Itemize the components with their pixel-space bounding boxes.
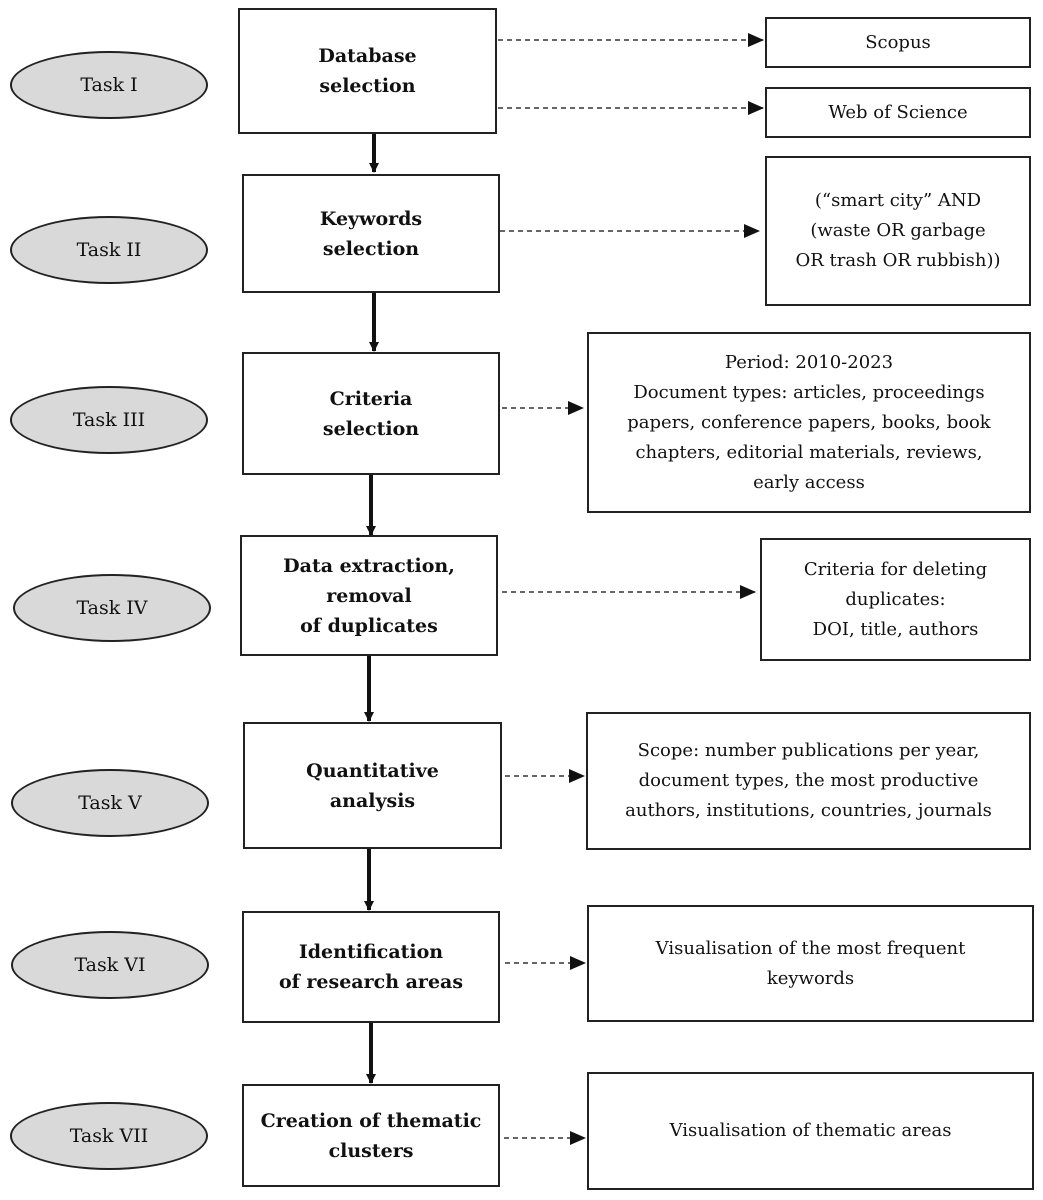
detail-duplicates: Criteria for deleting duplicates: DOI, t… xyxy=(760,538,1031,661)
detail-scopus: Scopus xyxy=(765,17,1031,68)
detail-text: (waste OR garbage xyxy=(810,220,986,241)
task-ellipse-1: Task I xyxy=(10,51,208,119)
detail-text: authors, institutions, countries, journa… xyxy=(625,800,992,821)
step-text: Creation of thematic xyxy=(260,1109,482,1132)
step-quantitative-analysis: Quantitative analysis xyxy=(243,722,502,849)
detail-keywords-query: (“smart city” AND (waste OR garbage OR t… xyxy=(765,156,1031,306)
task-ellipse-4: Task IV xyxy=(13,574,211,642)
detail-quantitative-scope: Scope: number publications per year, doc… xyxy=(586,712,1031,850)
detail-text: Document types: articles, proceedings xyxy=(633,381,985,403)
step-keywords-selection: Keywords selection xyxy=(242,174,500,293)
step-thematic-clusters: Creation of thematic clusters xyxy=(242,1084,500,1187)
step-text: analysis xyxy=(329,789,416,812)
task-ellipse-7: Task VII xyxy=(10,1102,208,1170)
detail-criteria: Period: 2010-2023 Document types: articl… xyxy=(587,332,1031,513)
step-identification-research-areas: Identification of research areas xyxy=(242,911,500,1023)
step-database-selection: Database selection xyxy=(238,8,497,134)
detail-web-of-science: Web of Science xyxy=(765,87,1031,138)
detail-text: Web of Science xyxy=(828,101,968,123)
detail-text: papers, conference papers, books, book xyxy=(627,411,991,433)
detail-text: Scopus xyxy=(865,31,931,53)
task-ellipse-2: Task II xyxy=(10,216,208,284)
detail-text: OR trash OR rubbish)) xyxy=(795,250,1001,271)
step-text: selection xyxy=(319,75,416,97)
detail-clusters: Visualisation of thematic areas xyxy=(587,1072,1034,1190)
detail-text: Visualisation of the most frequent xyxy=(655,937,966,959)
step-data-extraction: Data extraction, removal of duplicates xyxy=(240,535,498,656)
detail-text: Period: 2010-2023 xyxy=(724,351,894,373)
detail-text: duplicates: xyxy=(845,588,946,610)
detail-text: document types, the most productive xyxy=(638,770,979,791)
detail-text: keywords xyxy=(766,967,855,989)
step-text: Database xyxy=(318,45,417,67)
detail-text: Visualisation of thematic areas xyxy=(669,1120,952,1141)
step-text: removal xyxy=(326,584,412,607)
step-text: Keywords xyxy=(319,207,423,230)
step-text: selection xyxy=(322,417,420,440)
step-text: Criteria xyxy=(329,387,413,410)
detail-text: DOI, title, authors xyxy=(812,618,979,640)
detail-text: Criteria for deleting xyxy=(803,558,988,580)
step-text: selection xyxy=(322,237,420,260)
step-text: clusters xyxy=(328,1139,414,1162)
detail-text: early access xyxy=(753,471,865,493)
detail-text: Scope: number publications per year, xyxy=(637,740,980,761)
step-text: Quantitative xyxy=(306,759,439,782)
task-ellipse-3: Task III xyxy=(10,386,208,454)
detail-text: (“smart city” AND xyxy=(814,190,982,211)
detail-text: chapters, editorial materials, reviews, xyxy=(635,441,983,463)
step-text: Data extraction, xyxy=(283,554,455,577)
step-criteria-selection: Criteria selection xyxy=(242,352,500,475)
task-ellipse-6: Task VI xyxy=(11,931,209,999)
task-ellipse-5: Task V xyxy=(11,769,209,837)
step-text: Identification xyxy=(298,941,444,963)
detail-research-areas: Visualisation of the most frequent keywo… xyxy=(587,905,1034,1022)
step-text: of research areas xyxy=(278,971,464,993)
step-text: of duplicates xyxy=(300,614,438,637)
